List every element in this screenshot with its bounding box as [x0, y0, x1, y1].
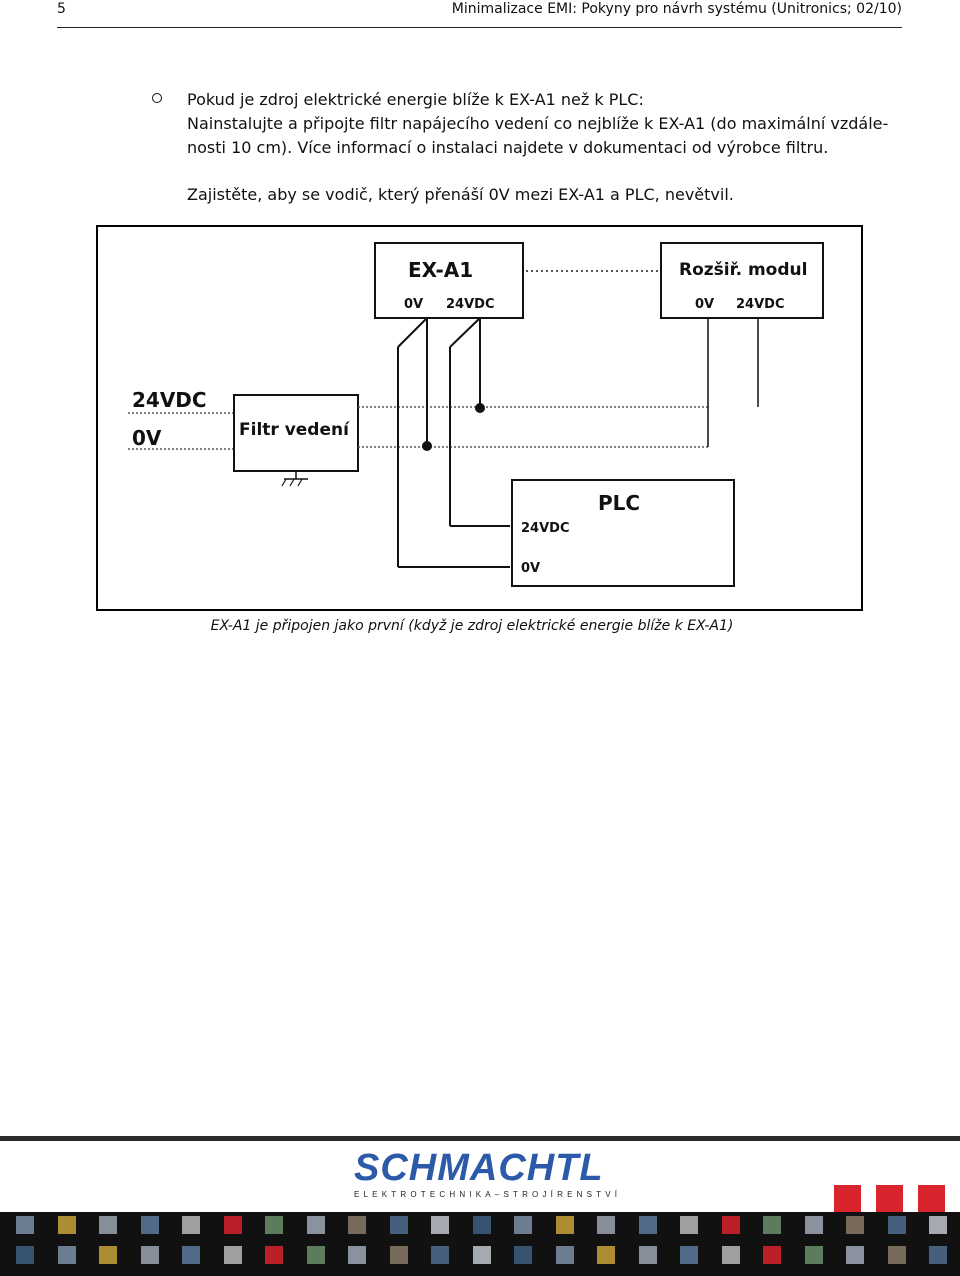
footer-photo-tile: [57, 1216, 76, 1234]
footer-divider: [0, 1136, 960, 1141]
footer-photo-tile: [99, 1216, 117, 1234]
plc-0v-label: 0V: [521, 561, 540, 576]
supply-0v-label: 0V: [132, 426, 162, 450]
exa1-0v-label: 0V: [404, 297, 423, 312]
exa1-0v-diag: [397, 317, 428, 348]
footer-photo-tile: [57, 1246, 76, 1264]
bullet-heading: Pokud je zdroj elektrické energie blíže …: [187, 90, 644, 109]
footer-photo-tile: [763, 1246, 781, 1264]
supply-24vdc-label: 24VDC: [132, 388, 207, 412]
footer-photo-tile: [680, 1216, 698, 1234]
footer-photo-tile: [555, 1246, 574, 1264]
wiring-diagram-svg: EX-A1 0V 24VDC Rozšiř. modul 0V 24VDC 24…: [128, 242, 824, 587]
decorative-square: [834, 1185, 861, 1212]
footer-photo-tile: [431, 1216, 449, 1234]
header-title: Minimalizace EMI: Pokyny pro návrh systé…: [451, 1, 902, 17]
module-0v-label: 0V: [695, 297, 714, 312]
decorative-square: [918, 1185, 945, 1212]
footer-photo-tile: [555, 1216, 574, 1234]
footer-photo-tile: [763, 1216, 781, 1234]
ground-hatch: [289, 478, 295, 487]
footer-photo-tile: [472, 1216, 491, 1234]
footer-photo-tile: [348, 1246, 366, 1264]
footer-photo-tile: [638, 1216, 657, 1234]
footer-photo-tile: [223, 1216, 242, 1234]
footer-photo-tile: [887, 1216, 906, 1234]
exa1-title: EX-A1: [408, 258, 473, 282]
footer-photo-tile: [721, 1246, 740, 1264]
footer-photo-tile: [182, 1246, 200, 1264]
exa1-24vdc-diag: [449, 317, 481, 348]
footer-photo-tile: [16, 1246, 34, 1264]
footer-photo-tile: [597, 1216, 615, 1234]
instruction-paragraph: Zajistěte, aby se vodič, který přenáší 0…: [187, 185, 734, 204]
footer-photo-tile: [680, 1246, 698, 1264]
plc-title: PLC: [598, 491, 640, 515]
footer-photo-tile: [472, 1246, 491, 1264]
module-title: Rozšiř. modul: [679, 260, 807, 280]
figure-caption: EX-A1 je připojen jako první (když je zd…: [210, 618, 734, 634]
wiring-diagram: EX-A1 0V 24VDC Rozšiř. modul 0V 24VDC 24…: [96, 225, 863, 611]
footer-photo-tile: [140, 1246, 159, 1264]
footer-photo-tile: [514, 1246, 532, 1264]
footer-photo-tile: [306, 1216, 325, 1234]
logo-subtitle: ELEKTROTECHNIKA–STROJÍRENSTVÍ: [354, 1190, 622, 1199]
bullet-text-line: Nainstalujte a připojte filtr napájecího…: [187, 114, 889, 133]
footer-photo-tile: [223, 1246, 242, 1264]
footer-photo-tile: [348, 1216, 366, 1234]
footer-photo-tile: [265, 1246, 283, 1264]
module-box: [660, 242, 824, 319]
footer-photo-tile: [182, 1216, 200, 1234]
footer-photo-tile: [804, 1246, 823, 1264]
ground-hatch: [281, 478, 287, 487]
page-number: 5: [57, 1, 66, 17]
junction-24vdc: [475, 403, 485, 413]
footer-photo-tile: [514, 1216, 532, 1234]
filter-label: Filtr vedení: [239, 420, 350, 440]
header-divider: [57, 27, 902, 28]
ground-hatch: [297, 478, 303, 487]
footer-photo-tile: [16, 1216, 34, 1234]
footer-image-strip: [0, 1212, 960, 1276]
footer-photo-tile: [929, 1246, 947, 1264]
bullet-paragraph: Pokud je zdroj elektrické energie blíže …: [187, 88, 907, 160]
plc-box: [511, 479, 735, 587]
footer-photo-tile: [638, 1246, 657, 1264]
footer-photo-tile: [99, 1246, 117, 1264]
bullet-circle-icon: [152, 93, 162, 103]
footer-photo-tile: [846, 1246, 864, 1264]
junction-0v: [422, 441, 432, 451]
footer-photo-tile: [929, 1216, 947, 1234]
decorative-square: [876, 1185, 903, 1212]
logo-wordmark: SCHMACHTL: [354, 1147, 604, 1189]
footer-photo-tile: [389, 1246, 408, 1264]
company-logo: SCHMACHTL ELEKTROTECHNIKA–STROJÍRENSTVÍ: [354, 1147, 622, 1199]
footer-photo-tile: [431, 1246, 449, 1264]
footer-photo-tile: [887, 1246, 906, 1264]
exa1-box: [374, 242, 524, 319]
footer-photo-tile: [721, 1216, 740, 1234]
plc-24vdc-label: 24VDC: [521, 521, 569, 536]
footer-photo-tile: [389, 1216, 408, 1234]
module-24vdc-label: 24VDC: [736, 297, 784, 312]
footer-photo-tile: [140, 1216, 159, 1234]
footer-photo-tile: [265, 1216, 283, 1234]
footer-photo-tile: [804, 1216, 823, 1234]
filter-box: [233, 394, 359, 472]
footer-photo-tile: [846, 1216, 864, 1234]
bullet-text-line: nosti 10 cm). Více informací o instalaci…: [187, 138, 829, 157]
footer-photo-tile: [597, 1246, 615, 1264]
footer-photo-tile: [306, 1246, 325, 1264]
exa1-24vdc-label: 24VDC: [446, 297, 494, 312]
